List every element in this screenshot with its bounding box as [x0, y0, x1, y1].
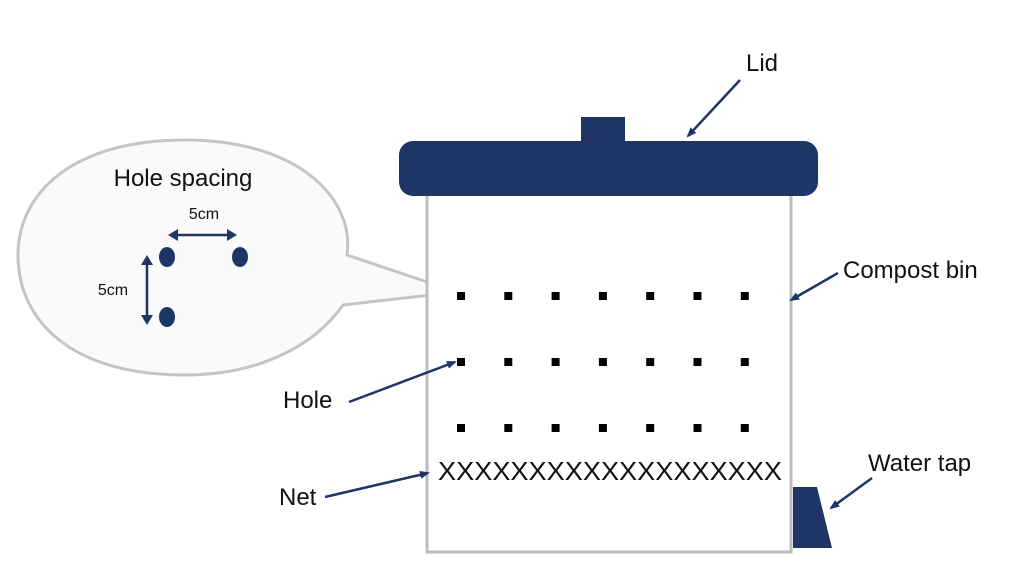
hole — [457, 424, 465, 432]
net-label: Net — [279, 484, 317, 511]
hole — [457, 292, 465, 300]
hole — [646, 424, 655, 432]
spacing-hole-bottom — [159, 307, 175, 327]
water-tap-pointer-arrow — [829, 476, 873, 510]
horizontal-spacing-label: 5cm — [189, 206, 219, 223]
hole — [504, 292, 513, 300]
net-pointer-arrow — [324, 470, 430, 499]
hole-pointer-arrow — [348, 360, 457, 404]
compost-bin-pointer-arrow — [789, 271, 839, 302]
hole — [598, 292, 607, 300]
lid-label: Lid — [746, 50, 778, 77]
hole — [457, 358, 465, 366]
hole — [740, 358, 749, 366]
lid — [399, 141, 818, 196]
spacing-hole-top-left — [159, 247, 175, 267]
compost-bin-body — [425, 188, 793, 554]
hole — [646, 358, 655, 366]
hole — [551, 358, 560, 366]
hole — [598, 358, 607, 366]
hole — [693, 424, 702, 432]
hole — [504, 424, 513, 432]
hole-label: Hole — [283, 387, 332, 414]
compost-bin-label: Compost bin — [843, 257, 978, 284]
vertical-spacing-arrow — [141, 255, 153, 325]
hole — [598, 424, 607, 432]
hole — [646, 292, 655, 300]
hole — [551, 424, 560, 432]
hole — [740, 292, 749, 300]
hole — [504, 358, 513, 366]
vertical-spacing-label: 5cm — [98, 282, 128, 299]
hole — [693, 292, 702, 300]
lid-pointer-arrow — [686, 79, 741, 138]
water-tap-label: Water tap — [868, 450, 971, 477]
hole — [551, 292, 560, 300]
hole — [693, 358, 702, 366]
net-marks: XXXXXXXXXXXXXXXXXXX — [438, 456, 782, 486]
holes-grid — [457, 292, 749, 432]
water-tap — [793, 487, 832, 548]
horizontal-spacing-arrow — [168, 229, 237, 241]
hole — [740, 424, 749, 432]
spacing-hole-top-right — [232, 247, 248, 267]
hole-spacing-title: Hole spacing — [114, 165, 253, 192]
